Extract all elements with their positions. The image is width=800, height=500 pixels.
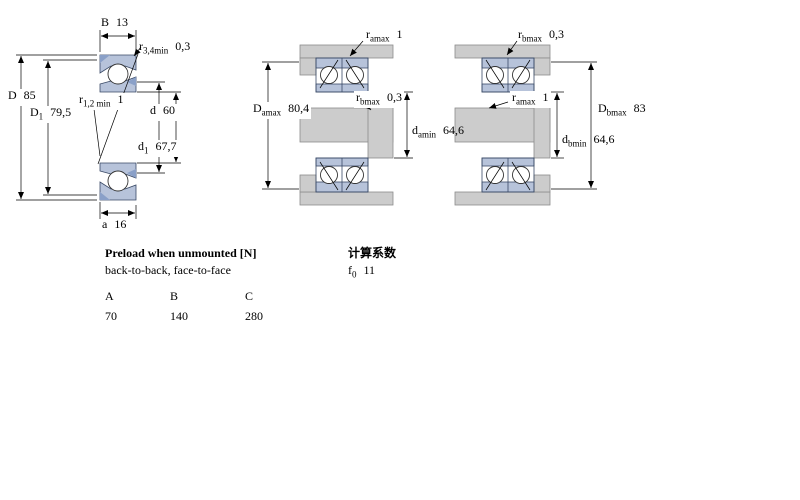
dim-symbol: r1,2 min	[79, 92, 111, 109]
dim-symbol: Dbmax	[598, 101, 627, 118]
dim-symbol: B	[101, 15, 110, 29]
dim-symbol: D1	[30, 105, 44, 122]
calc-factors-title: 计算系数	[348, 246, 397, 260]
dim-symbol: d1	[138, 139, 149, 156]
dim-symbol: ramax	[512, 90, 536, 107]
dim-symbol: dbmin	[562, 132, 587, 149]
dim-symbol: D	[8, 88, 17, 102]
preload-value-C: 280	[245, 309, 263, 323]
dim-symbol: a	[102, 217, 108, 231]
ring-accents	[100, 55, 136, 200]
dim-symbol: d	[150, 103, 156, 117]
dim-symbol: damin	[412, 123, 436, 140]
dim-symbol: rbmax	[518, 27, 542, 44]
preload-title: Preload when unmounted [N]	[105, 246, 257, 260]
dim-symbol: rbmax	[356, 90, 380, 107]
dim-symbol: f0	[348, 263, 357, 280]
preload-subtitle: back-to-back, face-to-face	[105, 263, 231, 277]
bearing-balls	[107, 63, 530, 192]
dim-symbol: Damax	[253, 101, 282, 118]
preload-value-B: 140	[170, 309, 188, 323]
dim-symbol: r3,4min	[139, 39, 169, 56]
preload-col-B: B	[170, 289, 179, 303]
preload-col-A: A	[105, 289, 114, 303]
dim-symbol: ramax	[366, 27, 390, 44]
preload-col-C: C	[245, 289, 254, 303]
preload-value-A: 70	[105, 309, 117, 323]
section-outlines	[315, 57, 535, 193]
